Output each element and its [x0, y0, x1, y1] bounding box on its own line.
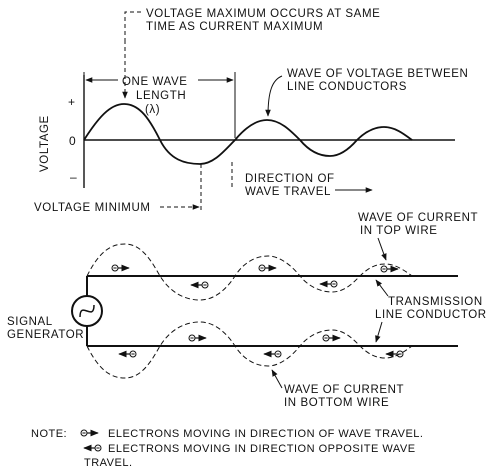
electron-arrow-right: [380, 265, 399, 273]
legend-note: NOTE: ELECTRONS MOVING IN DIRECTION OF W…: [31, 428, 423, 469]
electron-arrow-right: [258, 264, 277, 272]
top-wire-current-wave: [86, 243, 413, 301]
y-axis-zero: 0: [69, 134, 76, 148]
bottom-wire-wave-leader: [271, 369, 283, 389]
signal-generator-label-line2: GENERATOR: [7, 329, 84, 341]
electron-arrow-left: [385, 350, 404, 358]
electron-arrow-left: [263, 350, 282, 358]
conductor-leader-bottom: [375, 321, 383, 343]
y-axis-plus: +: [68, 95, 75, 109]
voltage-wave-curve: [83, 103, 413, 165]
bottom-wire-current-wave: [86, 321, 413, 379]
wavelength-symbol: (λ): [145, 104, 160, 116]
y-axis-label: VOLTAGE: [39, 115, 51, 172]
sine-source-symbol: [79, 304, 95, 318]
note-line2: ELECTRONS MOVING IN DIRECTION OPPOSITE W…: [108, 443, 416, 455]
electron-arrow-left: [118, 350, 137, 358]
note-line3: TRAVEL.: [84, 457, 133, 469]
voltage-minimum-label: VOLTAGE MINIMUM: [34, 202, 151, 214]
voltage-max-leader: [124, 11, 141, 40]
signal-generator-icon: [71, 295, 103, 327]
electron-arrow-right: [111, 264, 130, 272]
wavelength-label-line1: ONE WAVE: [122, 76, 188, 88]
electron-right-legend-icon: [80, 429, 99, 437]
electron-left-legend-icon: [83, 444, 102, 452]
bottom-wire-wave-label-line2: IN BOTTOM WIRE: [284, 397, 389, 409]
voltage-wave-section: VOLTAGE MAXIMUM OCCURS AT SAME TIME AS C…: [34, 8, 468, 214]
wave-of-voltage-label-line2: LINE CONDUCTORS: [287, 81, 407, 93]
top-wire-wave-label-line1: WAVE OF CURRENT: [358, 212, 478, 224]
electron-arrow-left: [319, 280, 338, 288]
electron-arrow-right: [322, 334, 341, 342]
voltage-max-annotation-line1: VOLTAGE MAXIMUM OCCURS AT SAME: [146, 8, 380, 20]
direction-label-line1: DIRECTION OF: [245, 173, 335, 185]
wavelength-label-line2: LENGTH: [136, 90, 186, 102]
signal-generator-label-line1: SIGNAL: [7, 316, 53, 328]
wave-of-voltage-label-line1: WAVE OF VOLTAGE BETWEEN: [287, 68, 468, 80]
top-wire-wave-label-line2: IN TOP WIRE: [360, 225, 438, 237]
conductor-leader-top: [375, 279, 389, 297]
note-line1: ELECTRONS MOVING IN DIRECTION OF WAVE TR…: [108, 428, 423, 440]
wave-of-voltage-leader: [265, 75, 283, 117]
y-axis-minus: –: [70, 170, 77, 184]
note-prefix: NOTE:: [31, 428, 67, 440]
direction-label-line2: WAVE TRAVEL: [245, 186, 331, 198]
conductor-label-line1: TRANSMISSION: [388, 296, 483, 308]
top-wire-wave-leader: [377, 237, 387, 261]
voltage-max-annotation-line2: TIME AS CURRENT MAXIMUM: [146, 21, 323, 33]
electron-arrow-right: [188, 334, 207, 342]
transmission-line-section: SIGNAL GENERATOR: [7, 212, 487, 409]
conductor-label-line2: LINE CONDUCTOR: [375, 309, 487, 321]
bottom-wire-wave-label-line1: WAVE OF CURRENT: [284, 384, 404, 396]
electron-arrow-left: [190, 281, 209, 289]
